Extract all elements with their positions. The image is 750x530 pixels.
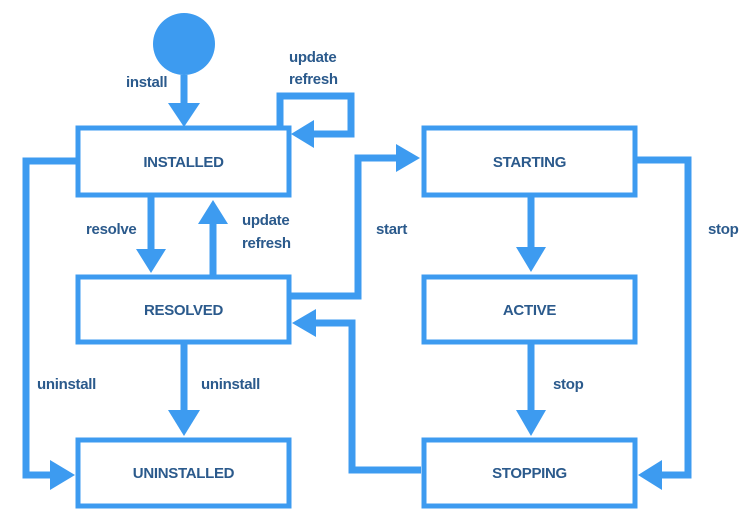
state-installed: INSTALLED	[75, 125, 292, 198]
edge-installed-self-loop-arrowhead	[291, 120, 314, 148]
edge-stopping-to-resolved-arrowhead	[292, 309, 316, 337]
edge-stopping-to-resolved	[314, 319, 421, 474]
state-uninstalled-label: UNINSTALLED	[133, 465, 235, 482]
state-active: ACTIVE	[421, 274, 638, 345]
edge-starting-to-active-arrowhead	[516, 247, 546, 272]
edge-uninstall-mid-arrowhead	[168, 410, 200, 436]
state-resolved-label: RESOLVED	[144, 302, 223, 319]
edge-label-install: install	[126, 74, 167, 91]
state-resolved: RESOLVED	[75, 274, 292, 345]
edge-stop-mid-arrowhead	[516, 410, 546, 436]
edge-uninstall-left	[22, 157, 78, 479]
state-starting-label: STARTING	[493, 154, 566, 171]
edge-stop-right-arrowhead	[638, 460, 662, 490]
state-stopping: STOPPING	[421, 437, 638, 509]
state-uninstalled: UNINSTALLED	[75, 437, 292, 509]
state-active-label: ACTIVE	[503, 302, 557, 319]
edge-install-arrowhead	[168, 103, 200, 127]
edge-stop-right	[636, 156, 692, 479]
edge-label-start: start	[376, 221, 407, 238]
edge-label-back-update: update	[242, 212, 289, 229]
state-installed-label: INSTALLED	[143, 154, 224, 171]
edge-label-self-update: update	[289, 49, 336, 66]
edge-start-arrowhead	[396, 144, 420, 172]
state-starting: STARTING	[421, 125, 638, 198]
edge-label-resolve: resolve	[86, 221, 136, 238]
edge-label-self-refresh: refresh	[289, 71, 338, 88]
edge-uninstall-left-arrowhead	[50, 460, 75, 490]
edge-label-uninstall-left: uninstall	[37, 376, 96, 393]
edge-label-stop-right: stop	[708, 221, 739, 238]
edge-label-back-refresh: refresh	[242, 235, 291, 252]
state-stopping-label: STOPPING	[492, 465, 567, 482]
edge-installed-self-loop	[276, 92, 355, 138]
edge-start	[291, 154, 398, 300]
edge-resolved-to-installed-arrowhead	[198, 200, 228, 224]
edge-resolve-arrowhead	[136, 249, 166, 273]
initial-state-dot	[153, 13, 215, 75]
edge-label-stop-mid: stop	[553, 376, 584, 393]
edge-label-uninstall-mid: uninstall	[201, 376, 260, 393]
